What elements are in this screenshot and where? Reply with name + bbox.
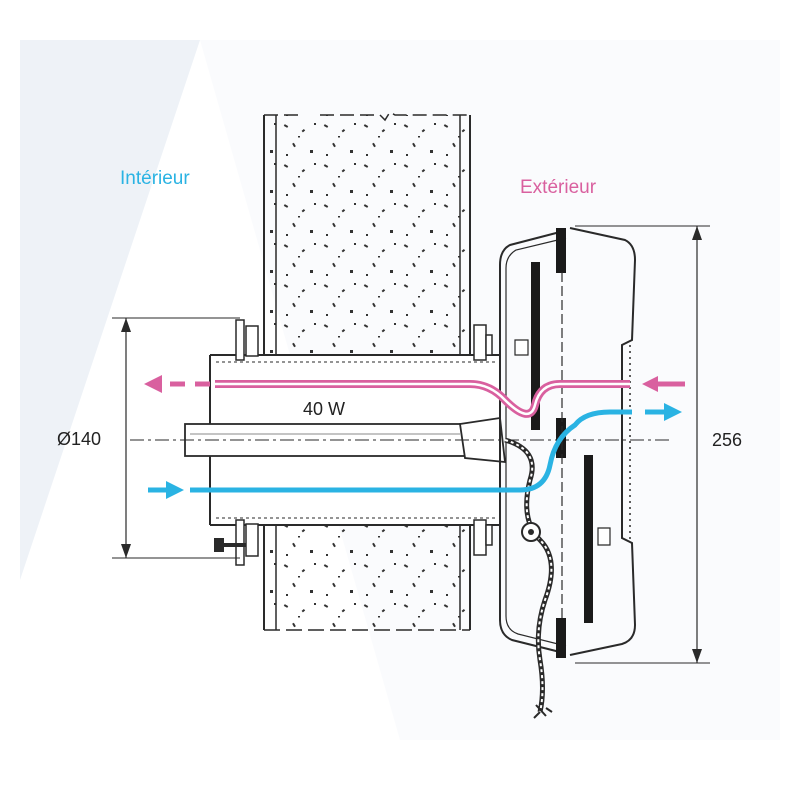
dimension-height — [575, 225, 710, 664]
exterior-airflow — [144, 375, 685, 418]
airflow-arrow-icon — [664, 403, 682, 421]
power-cable-icon — [504, 437, 554, 719]
exterior-label: Extérieur — [520, 177, 597, 198]
airflow-arrow-icon — [642, 376, 658, 392]
wall-upper — [263, 110, 471, 355]
diameter-label: Ø140 — [57, 429, 101, 449]
airflow-arrow-icon — [144, 375, 162, 393]
airflow-arrow-icon — [166, 481, 184, 499]
wall-lower — [263, 525, 471, 631]
interior-label: Intérieur — [120, 168, 190, 189]
mounting-screw-icon — [214, 538, 246, 552]
dimension-diameter — [112, 317, 240, 559]
height-label: 256 — [712, 430, 742, 450]
power-label: 40 W — [303, 399, 345, 419]
interior-airflow — [148, 403, 682, 499]
